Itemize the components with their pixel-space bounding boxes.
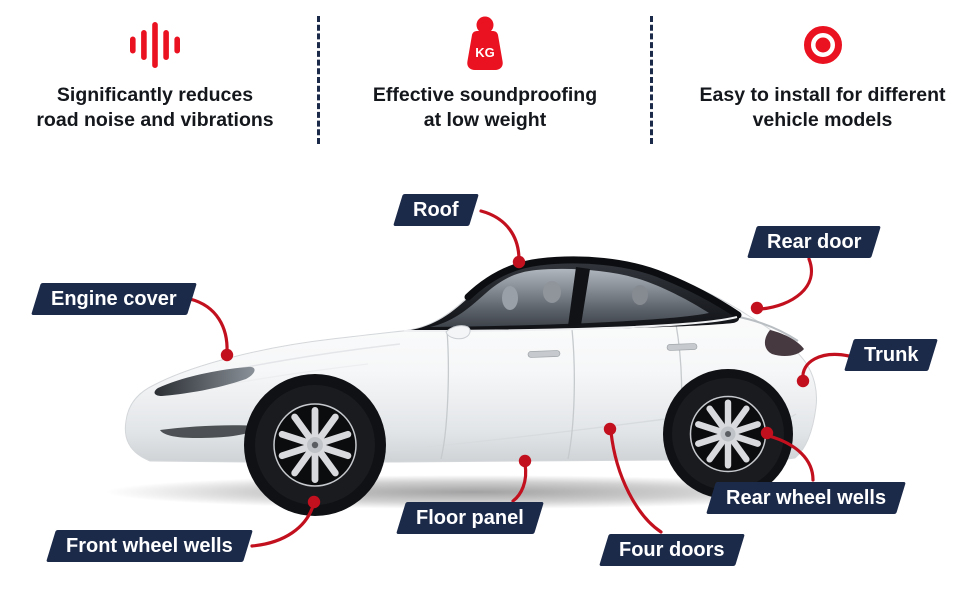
roof-connector-line [479, 209, 521, 262]
label-four-doors: Four doors [599, 534, 745, 566]
kg-badge-text: KG [475, 45, 495, 60]
label-rear-wheel-wells: Rear wheel wells [706, 482, 906, 514]
feature-noise-reduction: Significantly reduces road noise and vib… [15, 16, 295, 133]
rear-wheel-wells-connector-line [767, 434, 815, 482]
feature-low-weight-line1: Effective soundproofing [372, 84, 598, 106]
engine-cover-connector-dot [220, 348, 234, 362]
roof-connector-dot [512, 255, 526, 269]
side-windows [430, 268, 709, 327]
front-wheel-wells-connector-dot [307, 495, 321, 509]
weight-kg-icon: KG [460, 16, 510, 74]
front-wheel-wells-connector-line [250, 504, 315, 548]
feature-easy-install: Easy to install for different vehicle mo… [690, 16, 955, 133]
feature-easy-install-line1: Easy to install for different [699, 84, 946, 106]
rear-door-connector-dot [750, 301, 764, 315]
target-icon [803, 16, 843, 74]
side-mirror [445, 325, 471, 340]
trunk-connector-line [801, 352, 851, 381]
label-engine-cover: Engine cover [31, 283, 197, 315]
car-glass-roof [404, 259, 740, 331]
label-trunk: Trunk [844, 339, 939, 371]
four-doors-connector-line [609, 430, 663, 534]
front-intake [160, 425, 258, 438]
label-floor-panel: Floor panel [396, 502, 544, 534]
trunk-connector-dot [796, 374, 810, 388]
label-roof: Roof [393, 194, 479, 226]
car-body [124, 258, 817, 463]
label-rear-door: Rear door [747, 226, 882, 258]
feature-easy-install-line2: vehicle models [752, 109, 893, 131]
feature-low-weight-line2: at low weight [423, 109, 547, 131]
floor-panel-connector-line [511, 462, 528, 503]
feature-noise-reduction-line1: Significantly reduces [56, 84, 254, 106]
four-doors-connector-dot [603, 422, 617, 436]
rear-door-connector-line [759, 257, 813, 311]
floor-panel-connector-dot [518, 454, 532, 468]
feature-noise-reduction-line2: road noise and vibrations [36, 109, 274, 131]
engine-cover-connector-line [188, 297, 229, 354]
label-front-wheel-wells: Front wheel wells [46, 530, 253, 562]
taillight [764, 330, 804, 357]
rear-door-handle [666, 343, 698, 351]
feature-low-weight: KG Effective soundproofing at low weight [345, 16, 625, 133]
front-door-handle [527, 350, 561, 358]
feature-separator-right [650, 16, 653, 144]
rear-wheel-wells-connector-dot [760, 426, 774, 440]
front-wheel [255, 385, 375, 505]
headlight [154, 366, 255, 396]
sound-wave-icon [130, 16, 180, 74]
feature-separator-left [317, 16, 320, 144]
rear-wheel [672, 378, 784, 490]
